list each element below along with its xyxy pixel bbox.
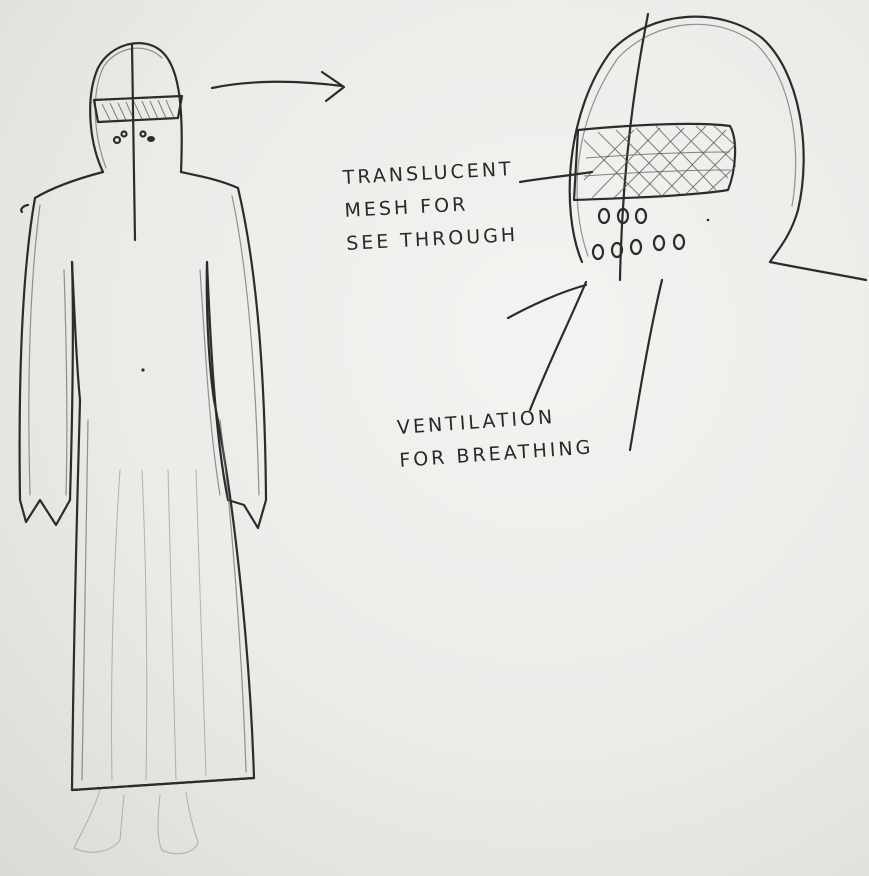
zoom-arrow [212,72,344,101]
figure-left-sleeve [20,198,70,525]
suit-figure [20,43,266,854]
figure-center-seam [132,44,135,240]
figure-right-sleeve [228,188,266,528]
figure-feet [74,790,198,854]
figure-visor [94,96,182,122]
figure-robe [72,400,254,790]
ventilation-label: VENTILATION FOR BREATHING [396,398,594,477]
mesh-label: TRANSLUCENT MESH FOR SEE THROUGH [342,153,519,261]
mesh-leader-line [520,172,592,182]
helmet-detail [508,14,866,450]
helmet-mesh [584,126,736,198]
helmet-vent-holes [593,209,709,259]
